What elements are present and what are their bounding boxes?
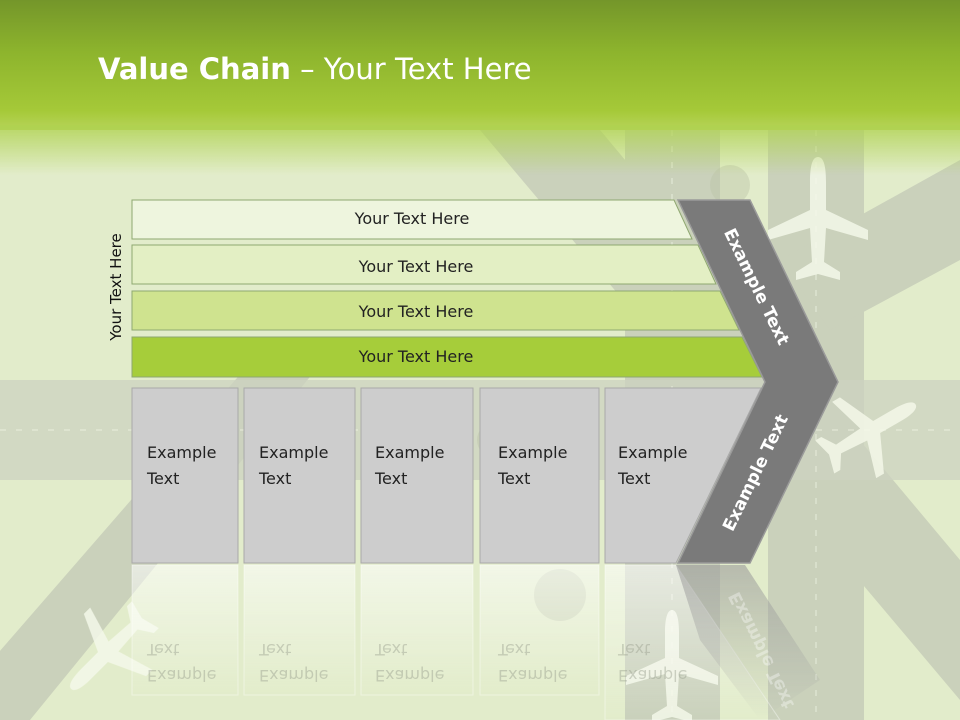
band-label: Your Text Here [358, 347, 474, 366]
activity-label-reflection: Example Text [618, 636, 687, 688]
reflection-line1: Example [498, 666, 568, 685]
title-rest: – Your Text Here [290, 52, 532, 86]
band-label: Your Text Here [358, 302, 474, 321]
reflection-line1: Example [259, 666, 329, 685]
activity-label-line2: Text [498, 469, 531, 488]
activity-label-reflection: Example Text [375, 636, 444, 688]
activity-label-line2: Text [375, 469, 408, 488]
activity-label-line1: Example [147, 443, 217, 462]
reflection-line1: Example [618, 666, 688, 685]
activity-label-line2: Text [147, 469, 180, 488]
activity-label-reflection: Example Text [498, 636, 567, 688]
bands-group [131, 199, 763, 378]
reflection-group [131, 564, 820, 720]
page-title: Value Chain – Your Text Here [98, 52, 532, 86]
support-band [131, 336, 763, 378]
columns-group [131, 387, 762, 564]
airplane-icon [768, 157, 868, 280]
reflection-line2: Text [498, 640, 531, 659]
reflection-line2: Text [375, 640, 408, 659]
activity-box [131, 387, 239, 564]
activity-label-line1: Example [259, 443, 329, 462]
activity-label-line1: Example [375, 443, 445, 462]
support-band [131, 290, 740, 331]
activity-box [243, 387, 356, 564]
activity-label-line2: Text [618, 469, 651, 488]
title-bar [0, 0, 960, 130]
activity-label-line2: Text [259, 469, 292, 488]
activity-box [604, 387, 762, 564]
reflection-line2: Text [618, 640, 651, 659]
title-bar-fade [0, 125, 960, 175]
airplane-icon [815, 397, 917, 479]
margin-chevron [676, 199, 839, 564]
reflection-line2: Text [259, 640, 292, 659]
reflection-line1: Example [147, 666, 217, 685]
support-band [131, 199, 693, 240]
activity-label-line1: Example [498, 443, 568, 462]
activity-box [479, 387, 600, 564]
activity-label-reflection: Example Text [147, 636, 216, 688]
activity-label-line1: Example [618, 443, 688, 462]
band-label: Your Text Here [358, 257, 474, 276]
reflection-line2: Text [147, 640, 180, 659]
activity-label-reflection: Example Text [259, 636, 328, 688]
title-bold: Value Chain [98, 52, 291, 86]
support-band [131, 244, 717, 285]
activity-box [360, 387, 474, 564]
reflection-line1: Example [375, 666, 445, 685]
band-label: Your Text Here [354, 209, 470, 228]
